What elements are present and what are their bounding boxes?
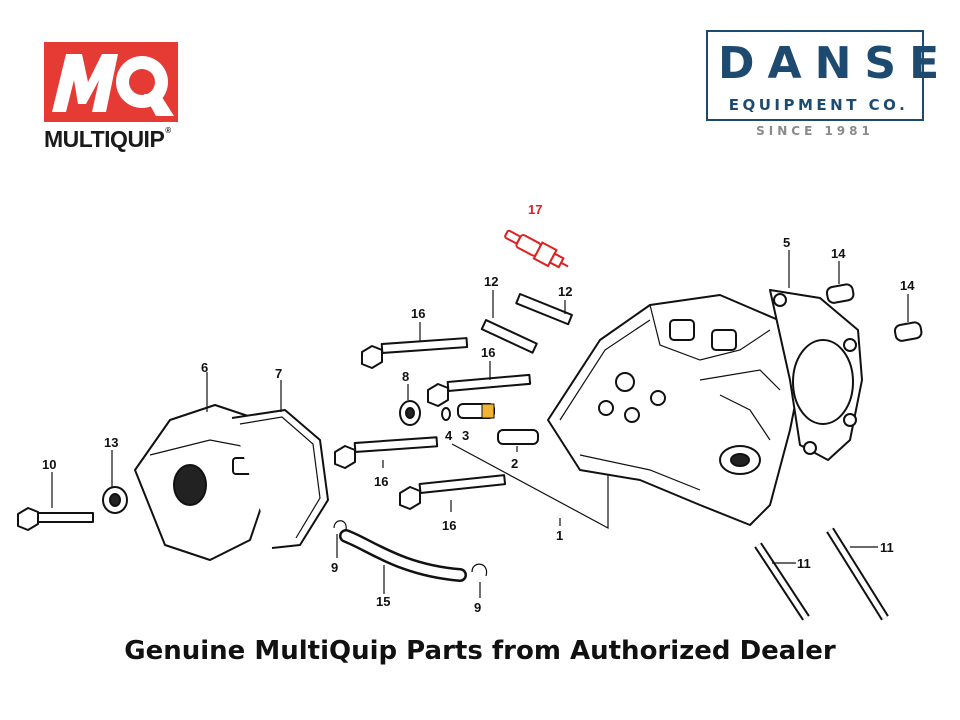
part-4-o-ring[interactable]: [441, 407, 451, 421]
registered-mark: ®: [165, 126, 171, 135]
mq-logo-box: [44, 42, 178, 122]
label-4: 4: [445, 428, 453, 443]
label-3: 3: [462, 428, 469, 443]
part-12-stud-b[interactable]: [515, 292, 573, 326]
label-10: 10: [42, 457, 56, 472]
part-8-seal-washer[interactable]: [399, 400, 421, 426]
danse-since: SINCE 1981: [756, 124, 874, 138]
multiquip-logo: MULTIQUIP®: [44, 42, 180, 152]
part-1-cylinder-head[interactable]: [547, 294, 801, 526]
multiquip-wordmark: MULTIQUIP®: [44, 126, 171, 153]
label-16-b: 16: [481, 345, 495, 360]
label-15: 15: [376, 594, 390, 609]
part-16-bolt-b[interactable]: [427, 373, 532, 407]
label-12-a: 12: [484, 274, 498, 289]
danse-logo-border: DANSE EQUIPMENT CO.: [706, 30, 953, 121]
part-3-guide[interactable]: [457, 403, 495, 419]
part-14-dowel-b[interactable]: [893, 321, 923, 342]
label-2: 2: [511, 456, 518, 471]
label-13: 13: [104, 435, 118, 450]
label-11-b: 11: [880, 540, 894, 555]
caption: Genuine MultiQuip Parts from Authorized …: [124, 636, 836, 666]
part-17-spark-plug[interactable]: [502, 226, 572, 275]
label-14-b: 14: [900, 278, 915, 293]
multiquip-wordmark-text: MULTIQUIP: [44, 126, 165, 152]
part-7-cover-gasket[interactable]: [231, 409, 329, 549]
label-16-d: 16: [442, 518, 456, 533]
part-9-clip-a[interactable]: [333, 520, 347, 531]
part-9-clip-b[interactable]: [471, 563, 488, 577]
part-16-bolt-d[interactable]: [399, 474, 507, 510]
exploded-parts-diagram: 17 6 7 10 13: [17, 202, 923, 621]
part-11-stud-b[interactable]: [826, 527, 889, 621]
part-13-washer[interactable]: [102, 486, 128, 514]
label-16-c: 16: [374, 474, 388, 489]
part-11-stud-a[interactable]: [754, 542, 810, 621]
part-15-breather-tube[interactable]: [339, 529, 467, 582]
label-7: 7: [275, 366, 282, 381]
label-9-b: 9: [474, 600, 481, 615]
label-12-b: 12: [558, 284, 572, 299]
label-14-a: 14: [831, 246, 846, 261]
label-9-a: 9: [331, 560, 338, 575]
part-14-dowel-a[interactable]: [825, 283, 855, 304]
part-12-stud-a[interactable]: [480, 318, 538, 354]
danse-name: DANSE: [718, 38, 953, 89]
label-11-a: 11: [797, 556, 811, 571]
label-17: 17: [528, 202, 542, 217]
label-1: 1: [556, 528, 563, 543]
label-16-a: 16: [411, 306, 425, 321]
part-2-dowel-pin[interactable]: [497, 429, 539, 445]
part-10-bolt[interactable]: [17, 507, 94, 531]
label-5: 5: [783, 235, 790, 250]
label-8: 8: [402, 369, 409, 384]
label-6: 6: [201, 360, 208, 375]
part-16-bolt-c[interactable]: [334, 436, 439, 469]
part-5-head-gasket[interactable]: [769, 289, 863, 461]
mq-monogram-graphic: [52, 54, 174, 116]
danse-equipment-logo: DANSE EQUIPMENT CO. SINCE 1981: [706, 30, 953, 145]
danse-subtitle: EQUIPMENT CO.: [728, 96, 909, 114]
part-16-bolt-a[interactable]: [361, 337, 469, 369]
